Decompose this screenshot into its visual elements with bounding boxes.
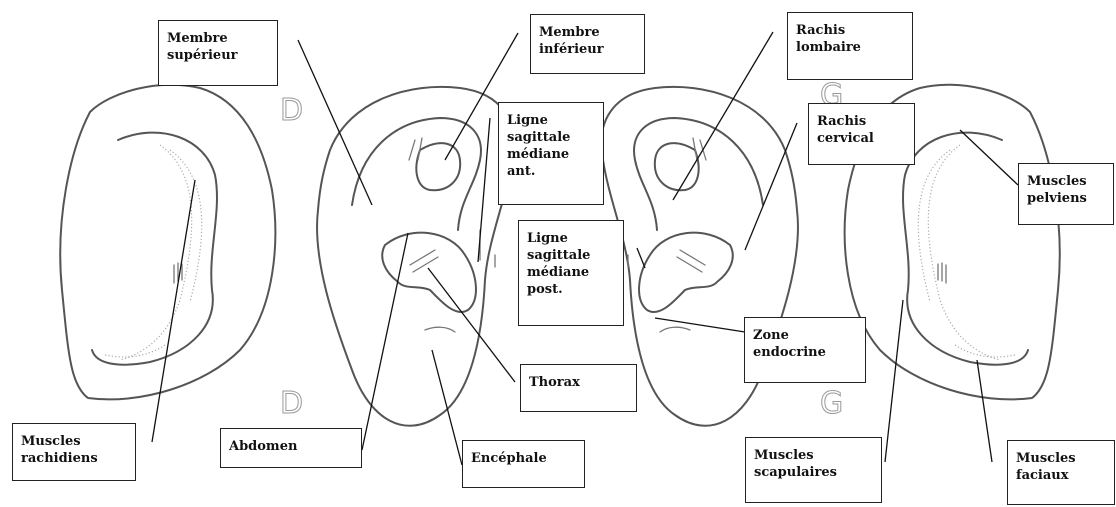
label-muscles-rachidiens: Muscles rachidiens — [12, 423, 136, 481]
leader-muscles-pelviens — [960, 130, 1018, 185]
label-muscles-rachidiens-text: Muscles rachidiens — [21, 433, 127, 467]
label-rachis-lombaire: Rachis lombaire — [787, 12, 913, 80]
letter-d-front: D — [280, 386, 303, 421]
label-membre-inferieur-text: Membre inférieur — [539, 24, 636, 58]
leader-rachis-lombaire — [673, 32, 773, 200]
label-ligne-post-text: Ligne sagittale médiane post. — [527, 230, 615, 298]
label-muscles-faciaux-text: Muscles faciaux — [1016, 450, 1106, 484]
leader-ligne-post — [637, 248, 645, 268]
label-ligne-post: Ligne sagittale médiane post. — [518, 220, 624, 326]
label-thorax: Thorax — [520, 364, 637, 412]
label-membre-inferieur: Membre inférieur — [530, 14, 645, 74]
label-membre-superieur: Membre supérieur — [158, 20, 278, 86]
label-ligne-ant-text: Ligne sagittale médiane ant. — [507, 112, 595, 180]
letter-g-front: G — [820, 386, 843, 421]
label-muscles-pelviens-text: Muscles pelviens — [1027, 173, 1105, 207]
leader-muscles-scapulaires — [885, 300, 903, 462]
letter-d-back: D — [280, 93, 303, 128]
leader-rachis-cervical — [745, 123, 797, 250]
label-muscles-scapulaires: Muscles scapulaires — [745, 437, 882, 503]
label-muscles-pelviens: Muscles pelviens — [1018, 163, 1114, 225]
label-abdomen: Abdomen — [220, 428, 362, 468]
leader-zone-endocrine — [655, 318, 745, 332]
label-membre-superieur-text: Membre supérieur — [167, 30, 269, 64]
label-rachis-cervical-text: Rachis cervical — [817, 113, 906, 147]
leader-muscles-faciaux — [977, 360, 992, 462]
label-muscles-scapulaires-text: Muscles scapulaires — [754, 447, 873, 481]
right-ear-anterior — [317, 87, 514, 426]
right-ear-posterior — [60, 85, 275, 400]
label-ligne-ant: Ligne sagittale médiane ant. — [498, 102, 604, 205]
label-thorax-text: Thorax — [529, 374, 628, 391]
label-rachis-lombaire-text: Rachis lombaire — [796, 22, 904, 56]
leader-membre-superieur — [298, 40, 372, 205]
label-encephale-text: Encéphale — [471, 450, 576, 467]
label-rachis-cervical: Rachis cervical — [808, 103, 915, 165]
label-abdomen-text: Abdomen — [229, 438, 353, 455]
label-encephale: Encéphale — [462, 440, 585, 488]
label-zone-endocrine-text: Zone endocrine — [753, 327, 857, 361]
label-zone-endocrine: Zone endocrine — [744, 317, 866, 383]
label-muscles-faciaux: Muscles faciaux — [1007, 440, 1115, 505]
leader-muscles-rachidiens — [152, 180, 195, 442]
leader-encephale — [432, 350, 462, 465]
